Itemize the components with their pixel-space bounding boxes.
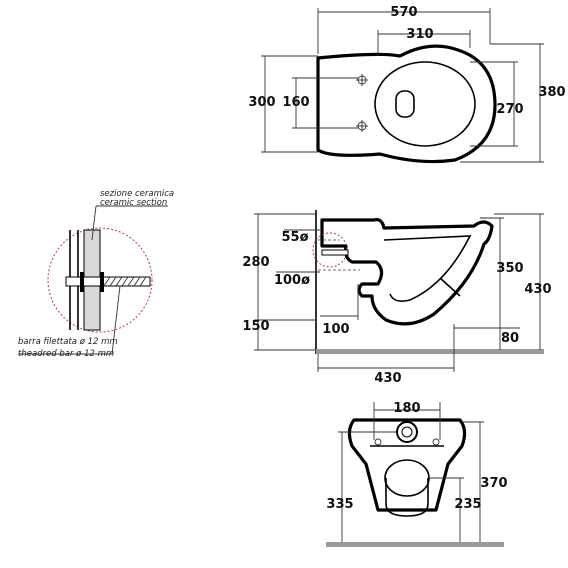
dim-160: 160 (282, 95, 309, 110)
dim-55-dia: 55ø (281, 230, 308, 245)
top-view-bowl (374, 61, 476, 147)
dim-280: 280 (242, 255, 269, 270)
top-view-water-hole (395, 90, 415, 118)
dim-570: 570 (390, 5, 417, 20)
top-view-fixing-holes (356, 74, 368, 132)
dim-380: 380 (538, 85, 565, 100)
side-view: 280 150 55ø 100ø 100 350 430 80 430 (242, 210, 552, 386)
detail-section: sezione ceramica ceramic section barra f… (18, 189, 174, 359)
dim-310: 310 (406, 27, 433, 42)
dim-300: 300 (248, 95, 275, 110)
dim-270: 270 (496, 102, 523, 117)
label-bar-it: barra filettata ø 12 mm (18, 337, 118, 347)
side-view-outline (320, 218, 494, 326)
dim-350: 350 (496, 261, 523, 276)
dim-430-vertical: 430 (524, 282, 551, 297)
side-view-floor (316, 349, 544, 354)
front-view-floor (326, 542, 504, 547)
label-section-en: ceramic section (100, 198, 167, 208)
dim-100-dia: 100ø (274, 273, 310, 288)
front-view-outlet (396, 421, 418, 443)
dim-430-horizontal: 430 (374, 371, 401, 386)
front-view: 180 370 335 235 (326, 401, 508, 547)
top-view-outline (316, 44, 497, 164)
detail-section-circle (47, 227, 153, 333)
dim-335: 335 (326, 497, 353, 512)
front-view-outline (347, 418, 467, 512)
top-view: 570 310 380 270 300 160 (248, 5, 566, 164)
dim-100: 100 (322, 322, 349, 337)
label-section-it: sezione ceramica (100, 189, 174, 199)
dim-80: 80 (501, 331, 519, 346)
dim-180: 180 (393, 401, 420, 416)
threaded-bar (65, 276, 151, 287)
dim-370: 370 (480, 476, 507, 491)
label-bar-en: theadred bar ø 12 mm (18, 349, 114, 359)
dim-150: 150 (242, 319, 269, 334)
dim-235: 235 (454, 497, 481, 512)
